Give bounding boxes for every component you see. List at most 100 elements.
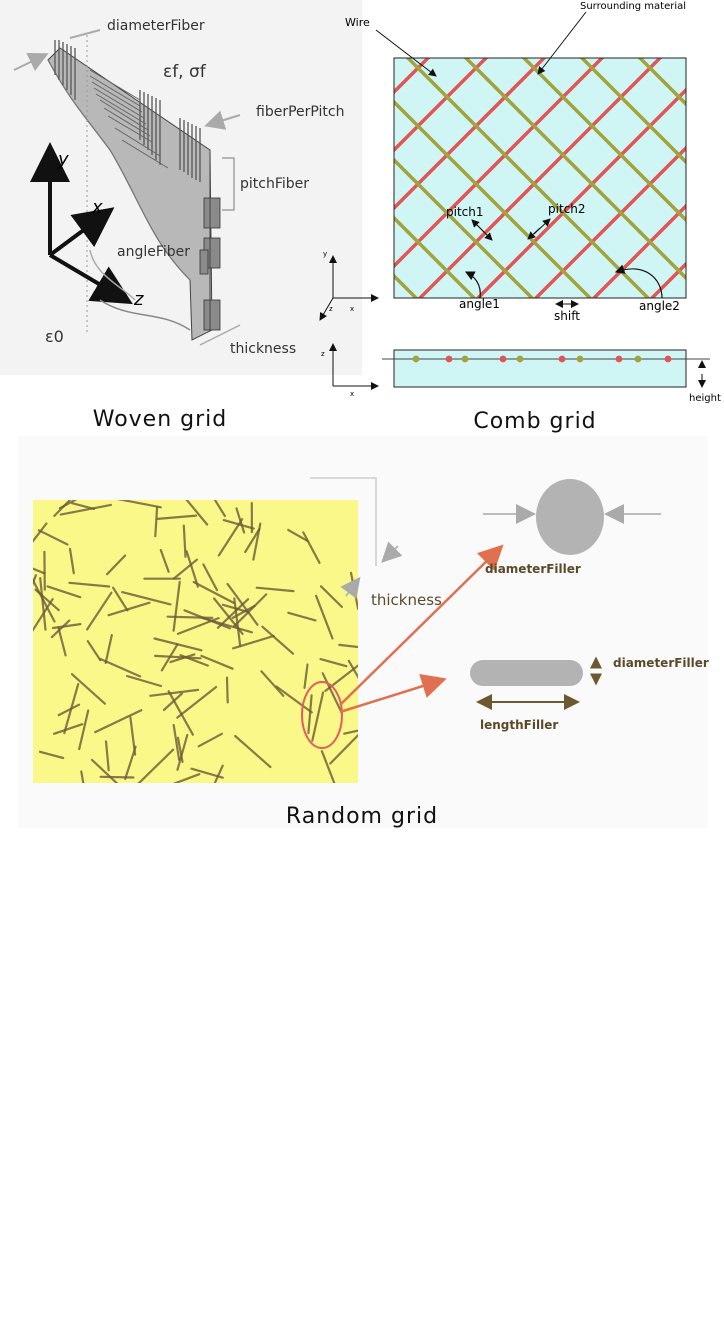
axis-z-label: z [133, 289, 144, 310]
filler-fiber [99, 657, 142, 678]
filler-fiber [104, 740, 110, 772]
filler-fiber [176, 733, 189, 771]
olive-wire [463, 58, 686, 281]
filler-fiber [59, 503, 113, 516]
filler-fiber [33, 598, 54, 632]
filler-fiber [185, 500, 209, 526]
filler-fiber [217, 517, 244, 557]
red-wire [417, 58, 663, 298]
wire-dot [664, 355, 672, 363]
filler-fiber [104, 633, 113, 665]
filler-fiber [39, 576, 47, 631]
angle2-label: angle2 [639, 299, 680, 313]
filler-fiber [63, 682, 80, 735]
thickness-arrow-bottom [340, 576, 361, 599]
axis-x-arrow [48, 207, 115, 257]
filler-fiber [260, 670, 285, 697]
filler-fiber [85, 591, 113, 631]
filler-fiber [117, 500, 162, 509]
filler-fiber [233, 597, 242, 648]
filler-fiber [80, 770, 85, 783]
wire-dots [412, 355, 672, 363]
pitch2-label: pitch2 [548, 202, 586, 216]
filler-fiber [190, 767, 224, 779]
wire-dot [516, 355, 524, 363]
filler-fiber [154, 654, 202, 660]
filler-fiber [78, 709, 90, 751]
filler-fiber [90, 758, 119, 783]
filler-fiber [71, 502, 96, 510]
filler-fiber [172, 558, 198, 580]
red-wire [649, 261, 686, 298]
filler-fiber [53, 500, 72, 518]
filler-fiber [319, 657, 348, 668]
filler-fiber [182, 524, 187, 558]
wire-label: Wire [345, 16, 370, 29]
filler-fiber [213, 500, 226, 518]
olive-wire [394, 99, 593, 298]
filler-fiber [302, 531, 321, 565]
shift-label: shift [554, 309, 580, 323]
wire-dot [634, 355, 642, 363]
filler-fiber [338, 643, 358, 649]
pitch-bracket [222, 157, 235, 211]
filler-fiber [234, 734, 272, 769]
filler-fiber [320, 750, 336, 783]
random-grid-caption: Random grid [286, 804, 438, 829]
random-grid-panel: thickness diameterFiller diameterFiller … [18, 436, 709, 829]
filler-fiber [70, 673, 107, 705]
pitch-fiber-label: pitchFiber [240, 176, 309, 192]
fiber-per-pitch-label: fiberPerPitch [256, 104, 344, 120]
filler-fiber [202, 563, 219, 592]
diameter-filler-top-label: diameterFiller [485, 562, 581, 576]
pitch2-arrow-start [533, 218, 551, 235]
filler-fiber [105, 554, 127, 576]
filler-fiber [311, 691, 325, 742]
olive-wire [394, 157, 535, 298]
filler-fiber [57, 626, 67, 657]
pitch1-label: pitch1 [446, 205, 484, 219]
filler-fiber [58, 500, 78, 510]
filler-fiber [156, 514, 198, 521]
comb-grid-caption: Comb grid [473, 409, 596, 434]
filler-fiber [244, 527, 261, 554]
filler-fiber [225, 676, 229, 704]
wire-dot [445, 355, 453, 363]
red-wire [394, 58, 547, 211]
olive-wire [394, 215, 477, 298]
filler-fiber [33, 522, 48, 543]
olive-wire [394, 273, 419, 298]
filler-fiber [275, 685, 313, 714]
filler-fiber [255, 586, 295, 593]
red-wire [394, 58, 605, 269]
filler-fiber [162, 692, 184, 712]
wire-pointer [375, 29, 437, 77]
red-wire [394, 58, 489, 153]
filler-fiber [185, 550, 199, 588]
axis-x-label: x [91, 197, 103, 218]
pitch1-arrow-start [471, 219, 485, 233]
diameter-pointer-arrow [13, 52, 49, 71]
arrow-to-cross-section [339, 544, 504, 706]
filler-fiber [46, 585, 82, 599]
epsilon0-label: ε0 [45, 327, 64, 346]
filler-fiber [329, 733, 358, 765]
filler-fiber [183, 609, 232, 630]
filler-fiber [226, 582, 259, 626]
filler-fiber [99, 775, 135, 779]
filler-fiber [176, 736, 184, 764]
olive-wire [579, 58, 686, 165]
filler-fiber [33, 567, 46, 575]
filler-fiber [213, 764, 224, 783]
woven-grid-caption: Woven grid [93, 407, 228, 432]
filler-fiber [287, 528, 309, 542]
height-label: height [689, 393, 721, 404]
filler-fiber [107, 601, 151, 617]
filler-fiber [347, 659, 358, 679]
red-wire [475, 87, 686, 298]
section-axis-z-label: z [321, 350, 325, 358]
red-wire [533, 145, 686, 298]
comb-cross-section [393, 349, 687, 388]
wire-dot [461, 355, 469, 363]
